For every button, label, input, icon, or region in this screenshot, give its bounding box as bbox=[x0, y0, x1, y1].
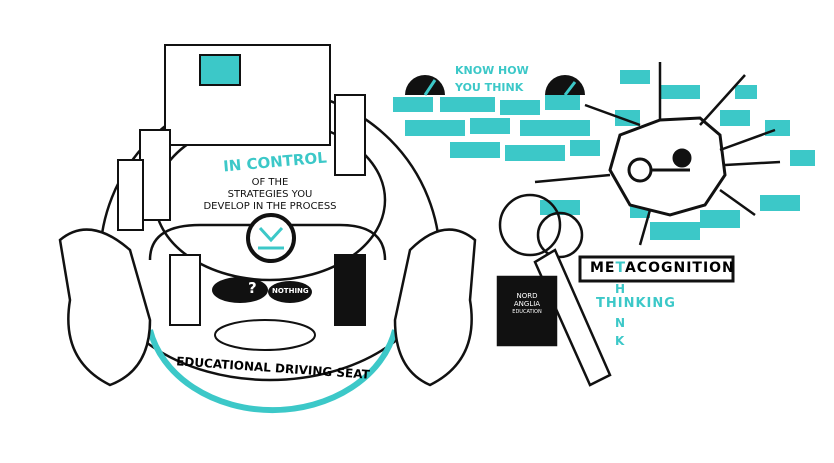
speech-bubble-question bbox=[212, 277, 268, 303]
steering-wheel-logo-icon bbox=[246, 213, 296, 263]
hands bbox=[58, 228, 477, 387]
arrows bbox=[534, 62, 781, 246]
vertical-k: K bbox=[615, 334, 625, 348]
speech-bubble-nothing bbox=[268, 281, 312, 303]
brain-maze-icon bbox=[608, 116, 727, 217]
key-icon bbox=[496, 193, 612, 387]
thinking-word: THINKING bbox=[596, 296, 676, 311]
meta-post: ACOGNITION bbox=[624, 260, 735, 276]
gauge-icon bbox=[405, 75, 585, 96]
know-how-text: KNOW HOW bbox=[455, 64, 529, 77]
vertical-n: N bbox=[615, 316, 626, 330]
tag-education: EDUCATION bbox=[512, 309, 542, 315]
tag-anglia: ANGLIA bbox=[513, 300, 541, 308]
seat-text-line3: DEVELOP IN THE PROCESS bbox=[203, 201, 337, 212]
nothing-text: NOTHING bbox=[272, 287, 309, 295]
seat-text-line2: STRATEGIES YOU bbox=[227, 189, 313, 200]
seat-text-line1: OF THE bbox=[251, 177, 289, 188]
brick-wall bbox=[393, 70, 815, 240]
tag-nord: NORD bbox=[516, 292, 538, 300]
meta-pre: ME bbox=[590, 260, 616, 276]
metacognition-box bbox=[578, 255, 735, 283]
vertical-h: H bbox=[615, 282, 626, 296]
you-think-text: YOU THINK bbox=[455, 81, 524, 94]
metacognition-word: METACOGNITION bbox=[590, 260, 735, 276]
room-illustrations bbox=[117, 44, 366, 351]
meta-t: T bbox=[615, 260, 625, 276]
question-mark: ? bbox=[248, 279, 257, 297]
